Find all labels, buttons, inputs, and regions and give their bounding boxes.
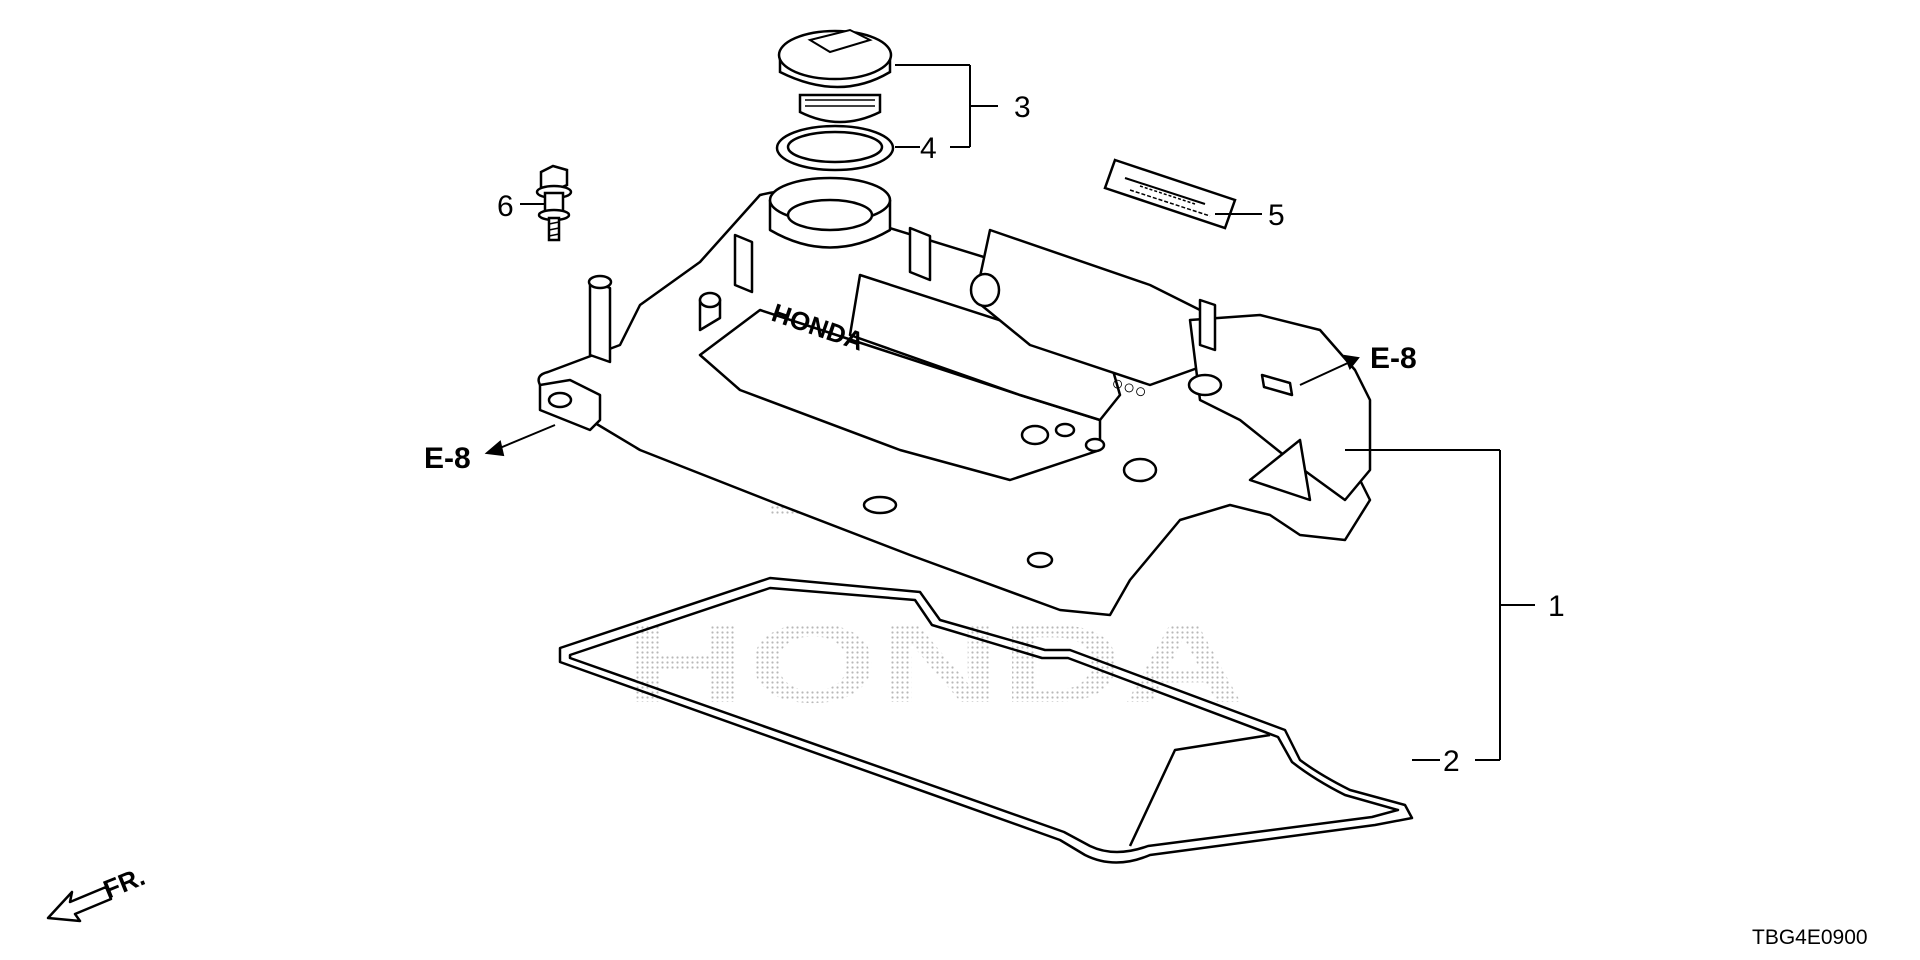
head-cover-gasket: [558, 576, 1414, 864]
bolt: [535, 164, 573, 242]
o-ring: [775, 124, 895, 172]
callout-1[interactable]: 1: [1548, 590, 1565, 623]
cylinder-head-cover: HONDA ○○○: [537, 176, 1372, 617]
callout-5[interactable]: 5: [1268, 199, 1285, 232]
callout-6[interactable]: 6: [497, 190, 514, 223]
watermark-text: HONDA: [625, 601, 1245, 726]
reference-arrows: [484, 354, 1360, 457]
label-plate: [1103, 158, 1237, 230]
oil-filler-cap: [777, 28, 893, 124]
front-indicator: FR.: [46, 861, 149, 923]
front-arrow-icon: [46, 885, 113, 923]
reference-e8-left[interactable]: E-8: [424, 442, 471, 475]
callout-3[interactable]: 3: [1014, 91, 1031, 124]
ref-arrow-right-head: [1343, 354, 1360, 370]
callout-leaders: [520, 64, 1535, 761]
ref-arrow-left-line: [494, 424, 556, 451]
callout-2[interactable]: 2: [1443, 745, 1460, 778]
diagram-code: TBG4E0900: [1752, 926, 1868, 949]
ref-arrow-left-head: [484, 440, 505, 457]
reference-e8-right[interactable]: E-8: [1370, 342, 1417, 375]
ref-arrow-right-line: [1299, 361, 1351, 386]
callout-4[interactable]: 4: [920, 132, 937, 165]
